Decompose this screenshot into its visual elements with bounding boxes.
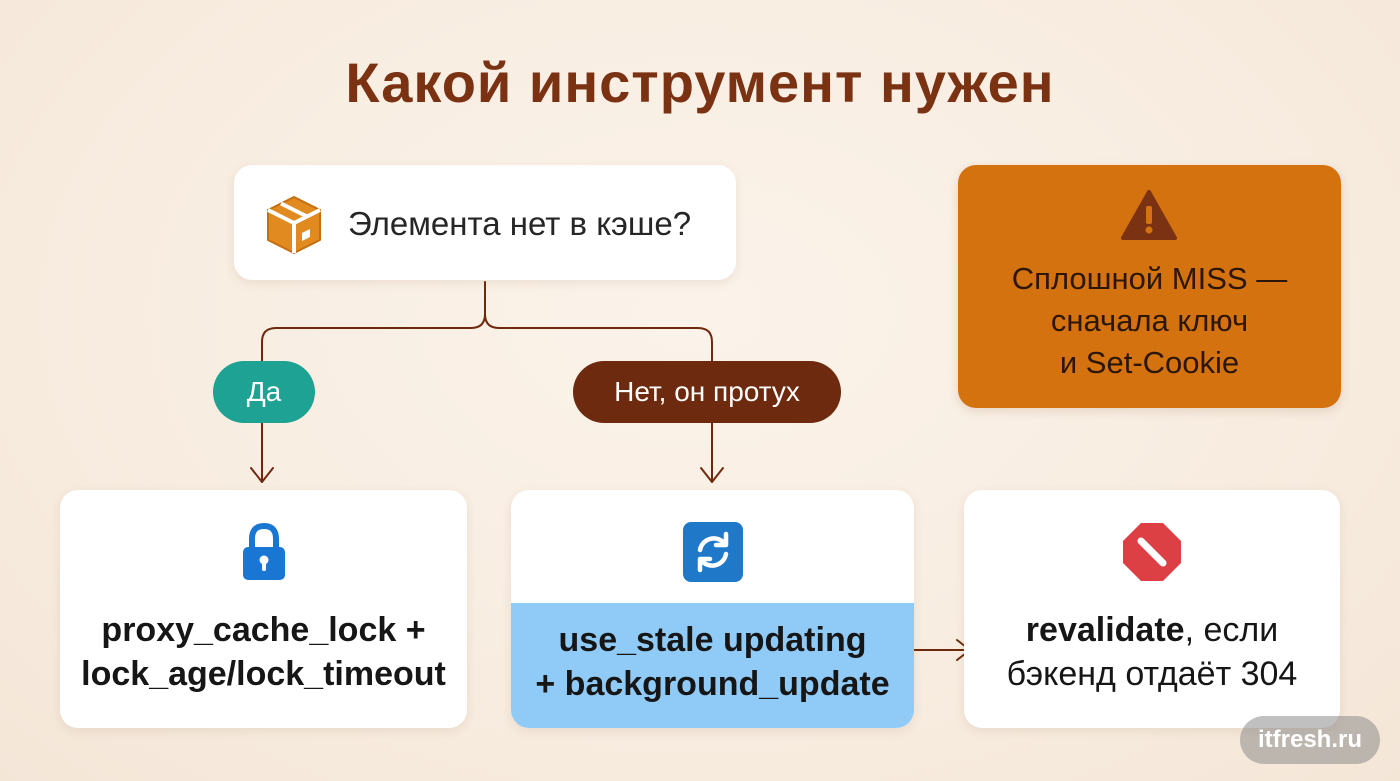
option-lock-line-2: lock_age/lock_timeout: [81, 655, 446, 693]
stop-icon: [1120, 520, 1184, 584]
option-lock-line-1: proxy_cache_lock +: [101, 611, 426, 649]
warning-line-1: Сплошной MISS —: [1011, 261, 1288, 296]
option-stop-text: revalidate, если бэкенд отдаёт 304: [964, 608, 1340, 696]
warning-card: [958, 165, 1341, 408]
option-card-lock: proxy_cache_lock + lock_age/lock_timeout: [60, 490, 467, 728]
warning-line-3: и Set-Cookie: [1059, 345, 1240, 380]
warning-line-2: сначала ключ: [1050, 303, 1249, 338]
option-refresh-line-1: use_stale updating: [558, 621, 867, 659]
connector-to-yes: [261, 281, 486, 362]
refresh-icon: [681, 520, 745, 584]
branch-yes-pill: Да: [213, 361, 315, 423]
lock-icon: [232, 520, 296, 584]
page-title: Какой инструмент нужен: [345, 51, 1055, 114]
box-icon: [262, 193, 326, 257]
option-stop-keyword: revalidate: [1025, 611, 1185, 649]
option-stop-line-2: бэкенд отдаёт 304: [1006, 655, 1298, 693]
option-card-stop: revalidate, если бэкенд отдаёт 304: [964, 490, 1340, 728]
highlight-band: [511, 603, 914, 728]
option-card-refresh: use_stale updating + background_update: [511, 490, 914, 728]
warning-text: Сплошной MISS — сначала ключ и Set-Cooki…: [958, 258, 1341, 384]
connector-to-no: [484, 313, 713, 362]
arrow-head-yes: [250, 467, 274, 483]
option-refresh-line-2: + background_update: [535, 665, 890, 703]
question-text: Элемента нет в кэше?: [348, 205, 692, 242]
question-card: Элемента нет в кэше?: [234, 165, 736, 280]
arrow-head-no: [700, 467, 724, 483]
watermark-badge: itfresh.ru: [1240, 716, 1380, 764]
option-stop-line-1-rest: , если: [1184, 611, 1279, 649]
option-lock-text: proxy_cache_lock + lock_age/lock_timeout: [60, 608, 467, 696]
option-stop-line-1: revalidate, если: [964, 608, 1340, 652]
warning-icon: [1120, 189, 1178, 241]
option-refresh-text: use_stale updating + background_update: [511, 618, 914, 706]
branch-no-pill: Нет, он протух: [573, 361, 841, 423]
